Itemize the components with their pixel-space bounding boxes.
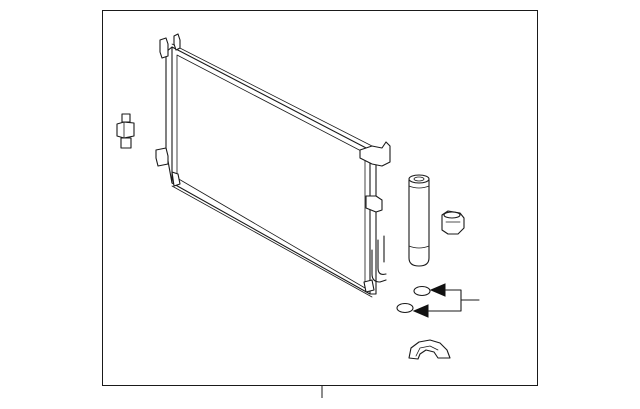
drier-cap[interactable] (441, 210, 465, 235)
o-ring-lower[interactable] (396, 302, 414, 314)
diagram-frame (102, 10, 538, 386)
o-ring-upper[interactable] (413, 285, 431, 297)
o-ring-callout (412, 283, 480, 318)
pressure-sensor[interactable] (116, 113, 135, 149)
receiver-drier[interactable] (408, 174, 430, 267)
condenser-core[interactable] (155, 33, 391, 298)
mounting-insulator[interactable] (408, 339, 451, 360)
